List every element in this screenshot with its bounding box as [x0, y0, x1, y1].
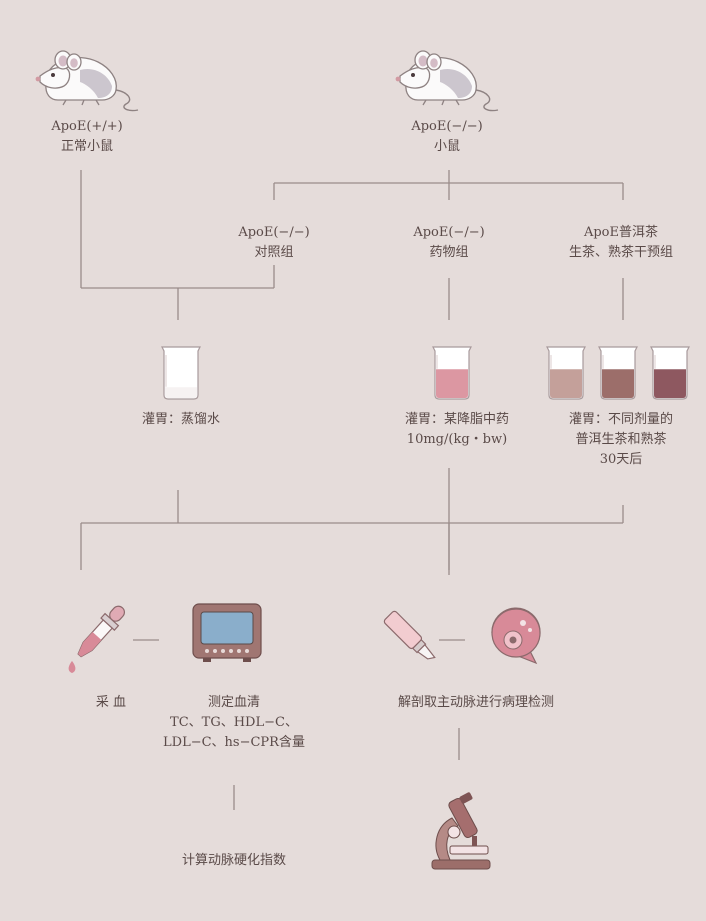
treatment-drug-text: 灌胃：某降脂中药	[404, 412, 510, 427]
step-index-text: 计算动脉硬化指数	[181, 853, 287, 868]
treatment-drug-label: 灌胃：某降脂中药 10mg/(kg・bw)	[405, 410, 509, 450]
microscope-eyepiece	[459, 792, 473, 804]
treatment-tea-type: 普洱生茶和熟茶	[575, 432, 667, 447]
treatment-tea-label: 灌胃：不同剂量的 普洱生茶和熟茶 30天后	[569, 410, 673, 470]
group-control-label: ApoE(−/−) 对照组	[238, 223, 309, 263]
group-tea-label: ApoE普洱茶 生茶、熟茶干预组	[569, 223, 673, 263]
connector-lines	[80, 170, 624, 810]
group-drug-genotype: ApoE(−/−)	[413, 225, 485, 240]
step-dissect-label: 解剖取主动脉进行病理检测	[398, 693, 554, 713]
beaker-liquid	[165, 387, 197, 398]
group-control-name: 对照组	[254, 245, 294, 260]
scalpel-icon	[383, 610, 436, 660]
scalpel-blade	[416, 643, 436, 660]
microscope-knob	[447, 825, 461, 839]
group-drug-name: 药物组	[429, 245, 469, 260]
microscope-objective	[472, 836, 477, 846]
treatment-tea-text: 灌胃：不同剂量的	[568, 412, 674, 427]
monitor-button	[245, 649, 249, 653]
beaker-tea-light-icon	[546, 346, 586, 400]
beaker-drug-icon	[432, 346, 472, 400]
cell-icon	[491, 607, 541, 665]
beaker-liquid	[654, 369, 686, 398]
monitor-foot	[203, 658, 211, 662]
treatment-water-label: 灌胃：蒸馏水	[142, 410, 220, 430]
group-drug-label: ApoE(−/−) 药物组	[413, 223, 484, 263]
dropper-icon	[77, 605, 126, 658]
step-dissect-text: 解剖取主动脉进行病理检测	[397, 695, 555, 710]
monitor-screen	[200, 611, 254, 645]
step-index-label: 计算动脉硬化指数	[182, 851, 286, 871]
step-serum-label: 测定血清 TC、TG、HDL−C、 LDL−C、hs−CPR含量	[163, 693, 305, 753]
dropper-fill	[78, 631, 102, 657]
monitor-button	[237, 649, 241, 653]
step-blood-label: 采 血	[96, 693, 126, 713]
beaker-liquid	[436, 369, 468, 398]
treatment-tea-duration: 30天后	[599, 452, 643, 467]
beaker-water-icon	[161, 346, 201, 400]
monitor-button	[213, 649, 217, 653]
beaker-tea-mid-icon	[598, 346, 638, 400]
monitor-icon	[192, 603, 262, 662]
group-control-genotype: ApoE(−/−)	[238, 225, 310, 240]
step-serum-items-2: LDL−C、hs−CPR含量	[163, 735, 305, 750]
blood-drop	[68, 661, 76, 673]
beaker-liquid	[602, 369, 634, 398]
mouse-right-genotype: ApoE(−/−)	[411, 119, 483, 134]
step-serum-items: TC、TG、HDL−C、	[170, 715, 298, 730]
step-serum-title: 测定血清	[207, 695, 261, 710]
microscope-base	[431, 859, 491, 870]
monitor-button	[229, 649, 233, 653]
beaker-liquid	[550, 369, 582, 398]
microscope-icon	[431, 792, 491, 870]
mouse-left-label: ApoE(+/+) 正常小鼠	[51, 117, 122, 157]
microscope-stage	[449, 845, 489, 855]
group-tea-name: 生茶、熟茶干预组	[568, 245, 674, 260]
microscope-tube	[448, 797, 478, 839]
mouse-icon	[394, 50, 499, 112]
monitor-button	[205, 649, 209, 653]
cell-dot	[520, 620, 526, 626]
mouse-left-name: 正常小鼠	[60, 139, 113, 154]
mouse-icon	[34, 50, 139, 112]
beaker-tea-dark-icon	[650, 346, 690, 400]
treatment-water-text: 灌胃：蒸馏水	[141, 412, 221, 427]
cell-dot	[528, 628, 532, 632]
treatment-drug-dose: 10mg/(kg・bw)	[406, 432, 508, 447]
cell-nucleolus	[509, 636, 517, 644]
mouse-left-genotype: ApoE(+/+)	[51, 119, 123, 134]
mouse-right-label: ApoE(−/−) 小鼠	[411, 117, 482, 157]
monitor-foot	[243, 658, 251, 662]
monitor-button	[221, 649, 225, 653]
mouse-right-name: 小鼠	[433, 139, 460, 154]
group-tea-genotype: ApoE普洱茶	[583, 225, 659, 240]
step-blood-text: 采 血	[95, 695, 127, 710]
